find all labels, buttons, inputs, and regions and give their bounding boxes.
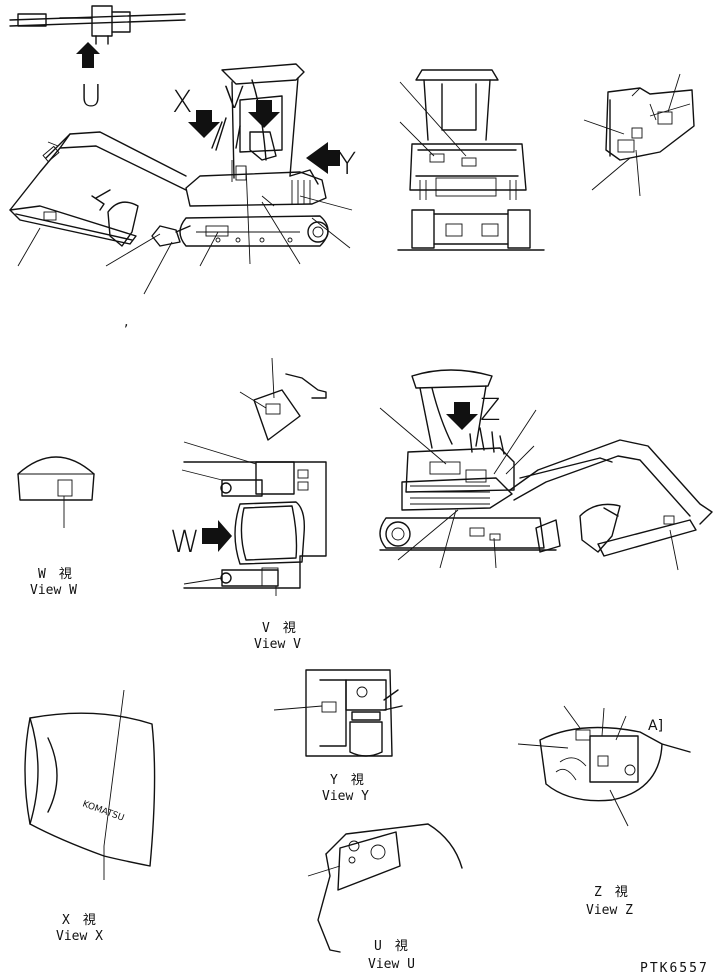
arrow-x-icon: [188, 110, 220, 138]
view-letter-w: W: [170, 525, 200, 560]
view-z-detail: A]: [517, 705, 691, 827]
arrow-y-icon: [306, 142, 340, 174]
excavator-front-view: [379, 369, 713, 571]
caption-z-ja: Z 視: [594, 885, 628, 900]
view-letter-y: Y: [338, 147, 356, 182]
view-x-detail: KOMATSU: [24, 689, 156, 880]
top-right-detail: [583, 73, 695, 197]
view-v-detail: [181, 357, 327, 596]
caption-y-ja: Y 視: [330, 773, 364, 788]
view-letter-z: Z: [480, 393, 501, 428]
top-view-u-detail: [9, 5, 186, 45]
arrow-u-icon: [76, 42, 100, 68]
decal-text: KOMATSU: [81, 799, 125, 823]
rear-view: [397, 69, 545, 251]
caption-w-ja: W 視: [38, 567, 72, 582]
part-code: PTK6557: [640, 961, 709, 976]
caption-u-en: View U: [368, 957, 415, 972]
arrow-v-icon: [248, 100, 280, 128]
view-w-detail: [17, 456, 95, 528]
excavator-side-view: [9, 63, 353, 295]
view-letter-x: X: [172, 85, 193, 120]
caption-z-en: View Z: [586, 903, 633, 918]
caption-x-en: View X: [56, 929, 103, 944]
arrow-w-icon: [202, 520, 232, 552]
view-letter-v: V: [224, 81, 245, 116]
caption-y-en: View Y: [322, 789, 369, 804]
caption-w-en: View W: [30, 583, 77, 598]
stray-mark: ,: [124, 314, 128, 330]
caption-x-ja: X 視: [62, 913, 96, 928]
caption-v-ja: V 視: [262, 621, 296, 636]
view-z-tag: A]: [648, 718, 663, 734]
view-y-detail: [273, 669, 403, 757]
view-u-detail: [307, 823, 463, 953]
arrow-z-icon: [446, 402, 478, 430]
caption-u-ja: U 視: [374, 939, 408, 954]
caption-v-en: View V: [254, 637, 301, 652]
view-letter-u-top: U: [80, 79, 102, 114]
